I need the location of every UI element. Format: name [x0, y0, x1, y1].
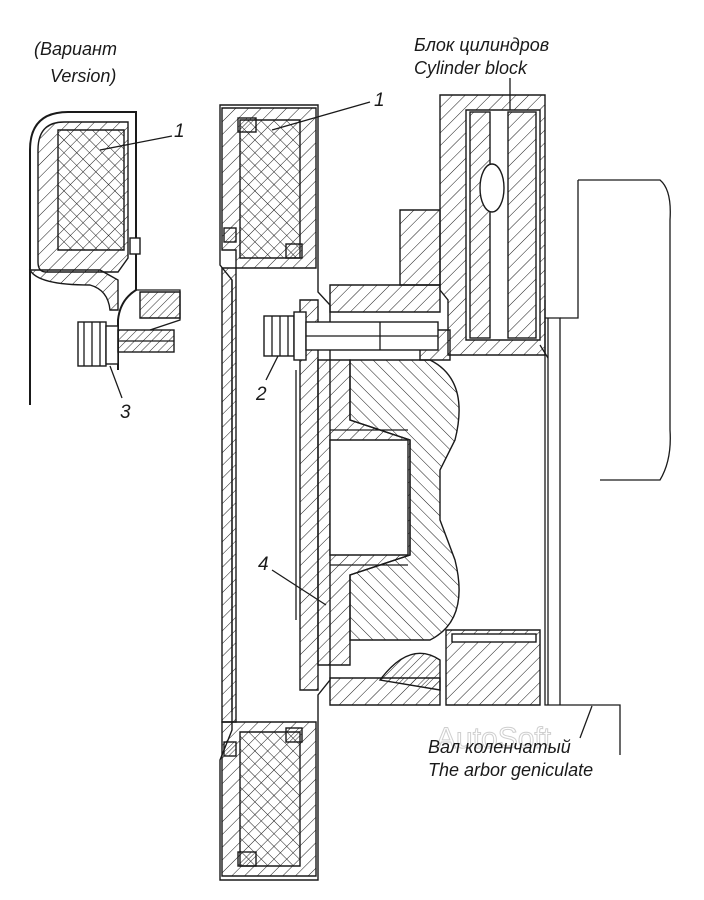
callout-1-main-leader: [271, 101, 371, 131]
callout-1-inset: 1: [174, 121, 185, 142]
variant-label-ru: (Вариант: [34, 39, 117, 59]
cylinder-block-label-ru: Блок цилиндров: [414, 35, 549, 55]
crankshaft-leader: [579, 705, 593, 739]
variant-inset: [28, 111, 181, 405]
callout-2-leader: [265, 355, 279, 381]
callout-4-leader: [271, 569, 327, 606]
cylinder-block: [439, 78, 549, 706]
callout-2: 2: [255, 384, 267, 405]
variant-label-en: Version): [50, 66, 116, 86]
crankshaft: [544, 179, 671, 755]
hub: [263, 101, 460, 706]
callout-3: 3: [120, 402, 131, 423]
callout-1-main: 1: [374, 90, 385, 111]
callout-3-leader: [109, 365, 123, 399]
cylinder-block-label-en: Cylinder block: [414, 58, 528, 78]
flywheel: [219, 104, 331, 881]
callout-4: 4: [258, 554, 269, 575]
crankshaft-label-en: The arbor geniculate: [428, 760, 593, 780]
crankshaft-label-ru: Вал коленчатый: [428, 737, 571, 757]
watermark-autosoft: AutoSoft: [436, 722, 552, 755]
callout-1-inset-leader: [99, 135, 173, 151]
